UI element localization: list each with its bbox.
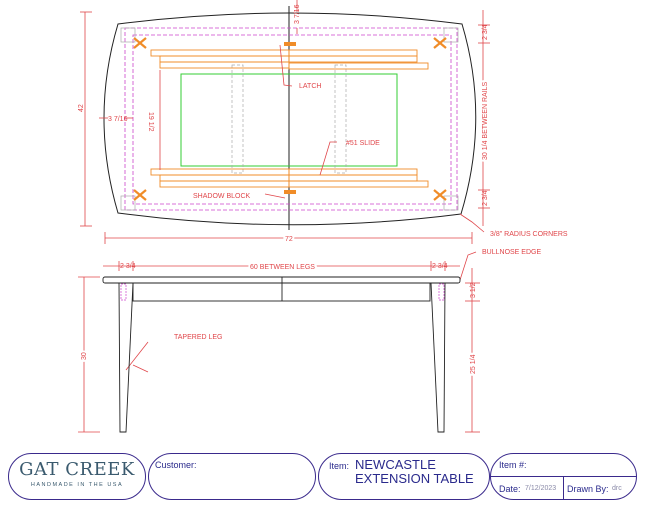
item-box: Item: NEWCASTLE EXTENSION TABLE [318,453,490,500]
date-value: 7/12/2023 [525,485,557,492]
apron-frame-outer [124,27,458,211]
top-view: 42 72 3 7/16 3 7/16 19 1/2 2 3/4 30 1/4 … [78,0,568,373]
elevation-dimension-lines [78,261,480,433]
front-elevation: 30 2 3/4 60 BETWEEN LEGS 2 3/4 3 1/2 25 … [78,249,541,433]
drawn-by-value: drc [612,485,622,492]
logo-box: GAT CREEK HANDMADE IN THE USA [8,453,146,500]
logo-tagline: HANDMADE IN THE USA [30,482,124,488]
logo-name: GAT CREEK [19,459,135,480]
date-label: Date: [499,484,521,494]
dim-overhang-end: 3 7/16 [294,4,301,24]
latch-label: LATCH [299,83,321,90]
item-number-box: Item #: Date: 7/12/2023 Drawn By: drc [490,453,637,500]
drawn-by-label: Drawn By: [567,484,609,494]
dim-slide-spacing: 19 1/2 [147,112,154,132]
left-mortise [120,283,127,301]
extension-slides [150,49,429,188]
apron [132,282,431,302]
dim-rail-setback-top: 2 3/4 [482,24,489,40]
right-leg [430,282,446,433]
corner-blocks [120,27,459,211]
corner-brackets [133,37,447,201]
dim-between-legs: 60 BETWEEN LEGS [250,264,315,271]
slide-support-left [231,64,244,174]
dim-apron-height: 3 1/2 [470,282,477,298]
item-name-line2: EXTENSION TABLE [355,471,474,486]
right-mortise [438,283,445,301]
tapered-leg-label: TAPERED LEG [174,334,223,341]
item-name: NEWCASTLE EXTENSION TABLE [355,458,474,486]
dim-length: 72 [285,236,293,243]
dim-rail-setback-bottom: 2 3/4 [482,190,489,206]
dim-leg-right: 2 3/4 [432,263,448,270]
top-panel-insert [180,73,398,167]
col-divider [563,476,564,499]
customer-box: Customer: [148,453,316,500]
dim-leg-left: 2 3/4 [120,263,136,270]
tabletop-outline [103,12,477,226]
shadow-block-label: SHADOW BLOCK [193,193,251,200]
customer-label: Customer: [155,460,197,470]
bullnose-edge-label: BULLNOSE EDGE [482,249,541,256]
dim-between-rails: 30 1/4 BETWEEN RAILS [482,81,489,160]
dim-height: 30 [81,352,88,360]
top-view-dimension-lines [80,0,490,373]
slide-support-right [334,64,347,174]
left-leg [118,282,134,433]
dim-width: 42 [78,104,85,112]
item-name-line1: NEWCASTLE [355,457,436,472]
item-number-label: Item #: [499,460,527,470]
dim-leg-clearance: 25 1/4 [470,354,477,374]
radius-corners-label: 3/8" RADIUS CORNERS [490,231,568,238]
apron-frame-inner [132,34,452,205]
slide-label: #51 SLIDE [346,140,380,147]
dim-overhang-side: 3 7/16 [108,116,128,123]
item-label: Item: [329,461,350,471]
latch-hardware [284,42,296,194]
tabletop-edge [102,276,461,284]
